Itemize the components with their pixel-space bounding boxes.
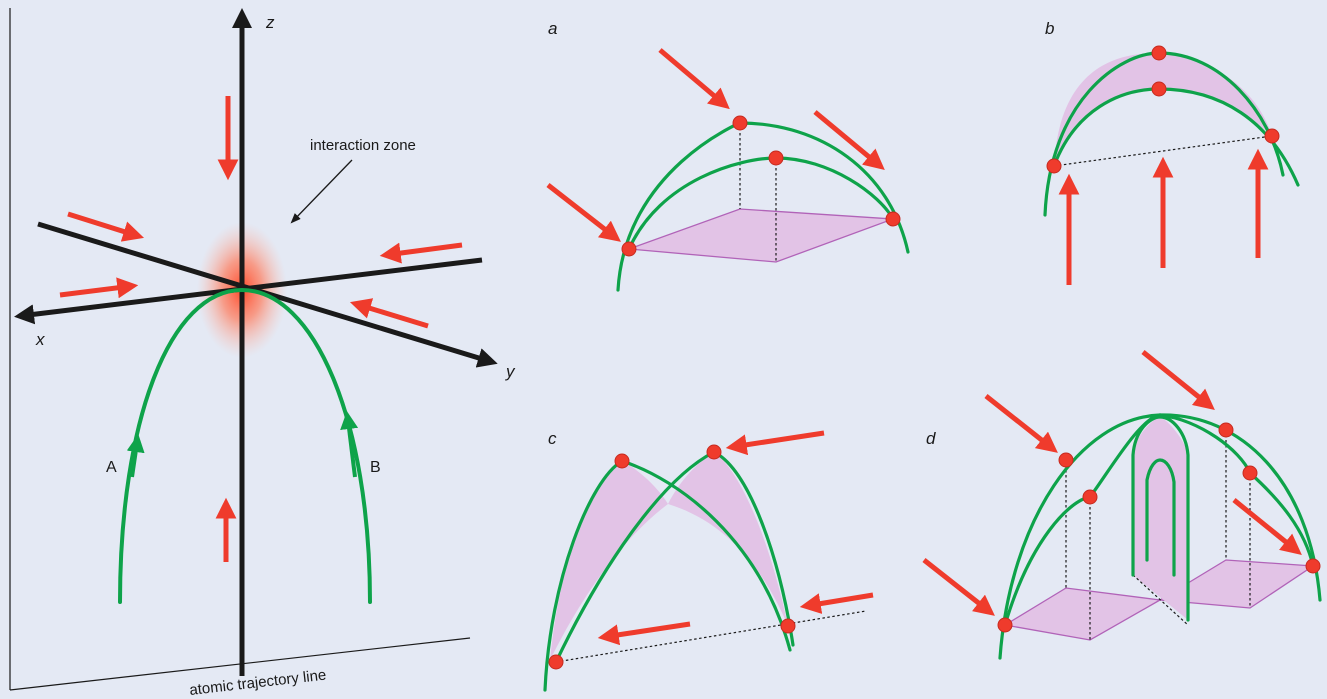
panel-a-laser-1	[548, 185, 616, 238]
panel-b-pulse-region	[1054, 53, 1272, 166]
trajectory-a-label: A	[106, 459, 117, 476]
panel-b-node-4	[1265, 129, 1279, 143]
panel-b-baseline	[1054, 136, 1272, 166]
panel-d-laser-3	[1143, 352, 1210, 406]
interaction-zone-label: interaction zone	[310, 137, 416, 154]
panel-b-label: b	[1045, 19, 1054, 38]
panel-c: c	[545, 429, 873, 690]
panel-c-laser-1	[732, 433, 824, 447]
panel-c-baseline	[556, 611, 866, 662]
panel-c-node-2	[615, 454, 629, 468]
panel-d-node-4	[1219, 423, 1233, 437]
panel-a-node-4	[886, 212, 900, 226]
x-axis-label: x	[35, 330, 45, 349]
panel-d-node-2	[1059, 453, 1073, 467]
panel-b-node-3	[1152, 82, 1166, 96]
panel-c-node-1	[549, 655, 563, 669]
panel-c-laser-3	[604, 624, 690, 637]
panel-d-node-3	[1083, 490, 1097, 504]
panel-d: d	[924, 352, 1320, 658]
panel-b-node-2	[1152, 46, 1166, 60]
panel-d-node-6	[1306, 559, 1320, 573]
panel-a: a	[548, 19, 908, 290]
panel-d-pulse-plane-left	[1005, 588, 1160, 640]
panel-d-laser-2	[986, 396, 1053, 449]
panel-b: b	[1045, 19, 1298, 285]
interaction-zone-pointer	[292, 160, 352, 222]
panel-d-center-lobe	[1133, 417, 1188, 620]
panel-c-node-4	[781, 619, 795, 633]
panel-d-laser-1	[924, 560, 990, 612]
panel-a-laser-2	[660, 50, 725, 105]
laser-beam-x-lower	[60, 286, 132, 295]
baseline-label: atomic trajectory line	[189, 667, 328, 699]
z-axis-label: z	[265, 13, 275, 32]
panel-a-node-2	[733, 116, 747, 130]
panel-a-pulse-plane	[629, 209, 893, 262]
panel-d-label: d	[926, 429, 936, 448]
main-panel: atomic trajectory line z x y A B interac…	[10, 8, 516, 699]
panel-c-node-3	[707, 445, 721, 459]
panel-c-laser-2	[806, 595, 873, 606]
laser-beam-y-upper	[386, 245, 462, 255]
y-axis-label: y	[505, 362, 516, 381]
panel-b-node-1	[1047, 159, 1061, 173]
panel-d-node-1	[998, 618, 1012, 632]
panel-a-label: a	[548, 19, 557, 38]
laser-beam-x-upper	[68, 214, 138, 236]
panel-d-node-5	[1243, 466, 1257, 480]
panel-c-label: c	[548, 429, 557, 448]
panel-d-laser-4	[1234, 500, 1297, 551]
panel-a-node-3	[769, 151, 783, 165]
panel-a-node-1	[622, 242, 636, 256]
trajectory-b-label: B	[370, 459, 381, 476]
panel-a-outer-arc	[618, 123, 908, 290]
